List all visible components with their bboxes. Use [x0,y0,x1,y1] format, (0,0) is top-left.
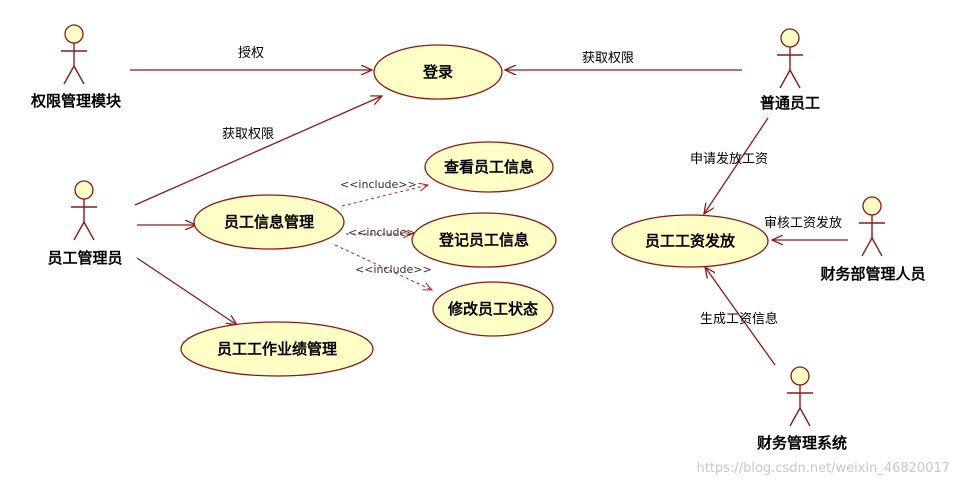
actor-permission-module-label: 权限管理模块 [30,92,122,110]
stick-figure-icon [787,366,813,427]
stick-figure-icon [859,196,885,257]
actor-regular-employee-label: 普通员工 [760,94,820,112]
stick-figure-icon [71,180,97,241]
usecase-view-employee-info[interactable]: 查看员工信息 [424,141,554,193]
label-include-2: <<include>> [348,226,425,239]
actor-finance-manager[interactable]: 财务部管理人员 [820,196,926,283]
edge-admin-get-permission [134,96,382,206]
usecase-register-employee-info-label: 登记员工信息 [438,231,529,249]
watermark: https://blog.csdn.net/weixin_46820017 [696,461,950,476]
label-review-salary: 审核工资发放 [764,215,842,231]
edge-admin-performance [136,257,237,325]
usecase-employee-info-mgmt-label: 员工信息管理 [224,213,314,231]
edge-apply-salary [704,117,769,214]
stick-figure-icon [777,28,803,89]
usecase-employee-info-mgmt[interactable]: 员工信息管理 [193,194,345,250]
usecase-login[interactable]: 登录 [373,44,503,100]
usecase-salary-payment-label: 员工工资发放 [645,232,736,250]
usecase-login-label: 登录 [422,63,453,81]
usecase-view-employee-info-label: 查看员工信息 [444,158,534,176]
label-apply-salary: 申请发放工资 [690,151,768,167]
label-include-1: <<include>> [340,178,417,191]
usecase-register-employee-info[interactable]: 登记员工信息 [411,212,557,268]
actor-employee-admin-label: 员工管理员 [47,249,122,267]
label-generate-salary-info: 生成工资信息 [700,311,778,327]
actor-finance-system-label: 财务管理系统 [757,434,847,452]
label-authorize: 授权 [238,45,264,61]
usecase-salary-payment[interactable]: 员工工资发放 [611,214,769,268]
label-get-permission-employee: 获取权限 [582,50,634,66]
label-get-permission-admin: 获取权限 [222,126,274,142]
actor-regular-employee[interactable]: 普通员工 [760,28,820,112]
usecase-performance-mgmt[interactable]: 员工工作业绩管理 [180,321,374,377]
actor-employee-admin[interactable]: 员工管理员 [47,180,123,267]
actor-finance-system[interactable]: 财务管理系统 [757,366,847,452]
usecase-modify-employee-status[interactable]: 修改员工状态 [432,281,554,337]
actor-permission-module[interactable]: 权限管理模块 [30,24,122,110]
include-line-view [341,185,428,207]
edge-generate-salary-info [705,267,776,366]
stick-figure-icon [61,24,87,85]
usecase-performance-mgmt-label: 员工工作业绩管理 [217,340,337,358]
actor-finance-manager-label: 财务部管理人员 [820,265,925,283]
usecase-modify-employee-status-label: 修改员工状态 [447,300,538,318]
label-include-3: <<include>> [355,263,432,276]
